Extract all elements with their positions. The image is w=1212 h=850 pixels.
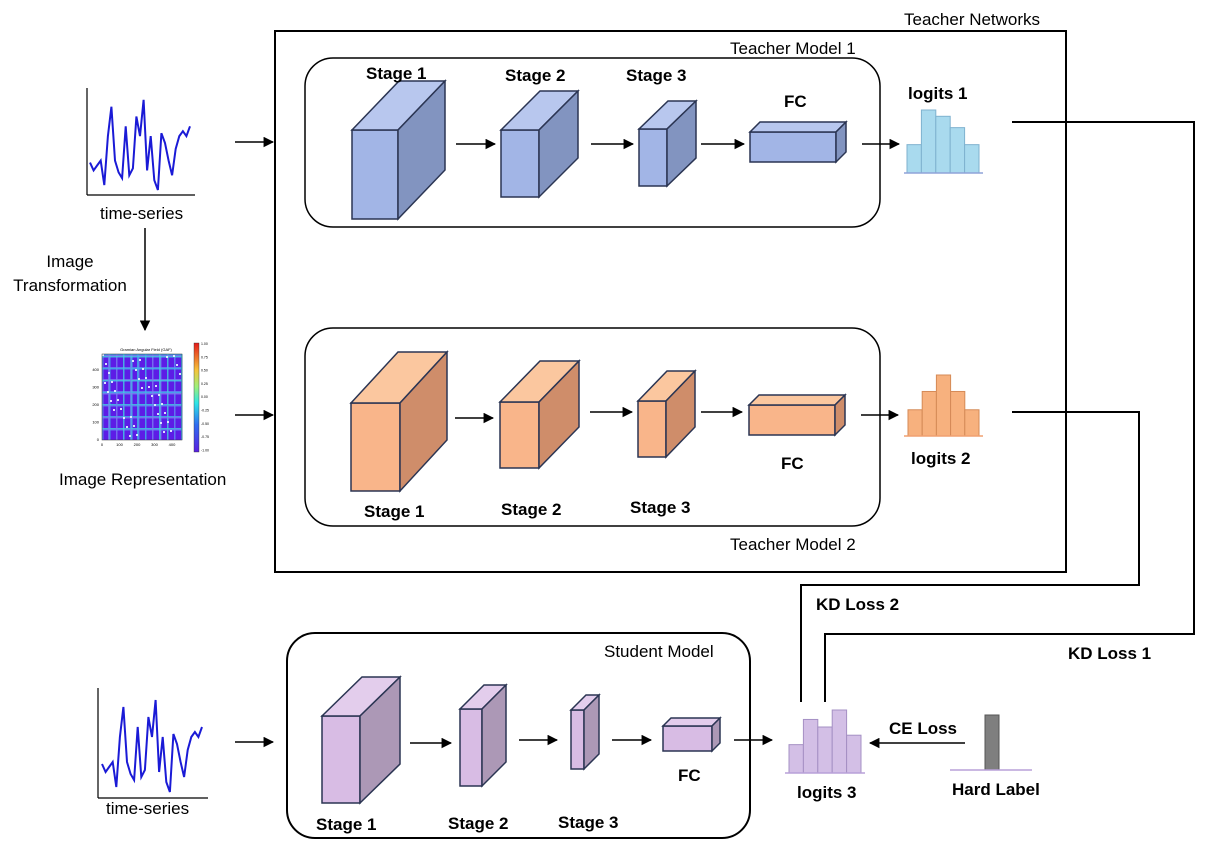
logits1-bar-1 [906, 144, 922, 174]
gaf-image: Gramian Angular Field (GAF) 400 300 200 100… [92, 342, 209, 452]
student-stage1-block [320, 675, 402, 805]
logits2-bar-1 [907, 409, 923, 437]
student-fc-block [661, 716, 722, 753]
time-series-label-top: time-series [100, 204, 183, 223]
logits1-bar-3 [935, 115, 951, 174]
logits1-bar-2 [920, 109, 937, 174]
ce-loss-label: CE Loss [889, 719, 957, 738]
image-transformation-label-line2: Transformation [13, 276, 127, 295]
teacher2-stage3-block [636, 369, 697, 459]
gaf-y-tick: 0 [97, 437, 100, 442]
gaf-x-tick: 300 [151, 442, 158, 447]
hard-label-label: Hard Label [952, 780, 1040, 799]
teacher2-stage1-label: Stage 1 [364, 502, 424, 521]
logits2-label: logits 2 [911, 449, 971, 468]
gaf-y-tick: 400 [92, 367, 99, 372]
gaf-colorbar-tick: 0.50 [201, 369, 208, 373]
gaf-colorbar-tick: 0.00 [201, 395, 208, 399]
logits3-histogram [788, 709, 862, 774]
gaf-colorbar-tick: 0.25 [201, 382, 208, 386]
gaf-colorbar-tick: -1.00 [201, 448, 209, 452]
teacher2-stage2-block [498, 359, 581, 470]
teacher2-fc-label: FC [781, 454, 804, 473]
student-stage3-label: Stage 3 [558, 813, 618, 832]
gaf-title: Gramian Angular Field (GAF) [120, 347, 172, 352]
teacher2-fc-block [747, 393, 847, 437]
student-model-box [286, 632, 751, 839]
logits3-bar-5 [846, 734, 862, 774]
teacher-model-1-label: Teacher Model 1 [730, 39, 856, 58]
teacher-model-1-box [304, 57, 881, 228]
student-stage3-block [569, 693, 601, 771]
teacher1-stage3-label: Stage 3 [626, 66, 686, 85]
logits2-bar-5 [964, 409, 980, 437]
gaf-colorbar-tick: 1.00 [201, 342, 208, 346]
student-model-label: Student Model [604, 642, 714, 661]
gaf-texture [102, 354, 183, 440]
logits2-histogram [907, 374, 980, 437]
teacher1-fc-label: FC [784, 92, 807, 111]
teacher1-stage1-block [350, 79, 447, 221]
kd-loss-2-connector [800, 411, 1140, 702]
gaf-colorbar [193, 342, 200, 453]
gaf-colorbar-tick: -0.50 [201, 422, 209, 426]
kd-loss-2-label: KD Loss 2 [816, 595, 899, 614]
logits3-bar-3 [817, 726, 833, 774]
teacher-model-2-box [304, 327, 881, 527]
gaf-colorbar-tick: -0.25 [201, 409, 209, 413]
logits1-bar-5 [964, 144, 980, 174]
teacher1-stage2-label: Stage 2 [505, 66, 565, 85]
logits2-bar-2 [921, 390, 937, 437]
logits1-label: logits 1 [908, 84, 968, 103]
student-fc-label: FC [678, 766, 701, 785]
gaf-colorbar-tick: -0.75 [201, 435, 209, 439]
time-series-line [89, 99, 191, 191]
logits3-bar-2 [802, 718, 819, 774]
logits3-label: logits 3 [797, 783, 857, 802]
gaf-x-tick: 0 [101, 442, 104, 447]
logits3-bar-4 [831, 709, 848, 774]
gaf-x-tick: 400 [169, 442, 176, 447]
gaf-x-tick: 100 [116, 442, 123, 447]
teacher1-stage3-block [637, 99, 698, 188]
gaf-colorbar-tick: 0.75 [201, 355, 208, 359]
hard-label-bar-1 [984, 714, 1000, 771]
teacher-model-2-label: Teacher Model 2 [730, 535, 856, 554]
teacher-networks-box [274, 30, 1067, 573]
time-series-label-bottom: time-series [106, 799, 189, 818]
teacher1-fc-block [748, 120, 848, 164]
teacher1-stage1-label: Stage 1 [366, 64, 426, 83]
teacher2-stage1-block [349, 350, 449, 493]
logits2-bar-4 [950, 390, 966, 437]
gaf-x-tick: 200 [134, 442, 141, 447]
teacher-networks-label: Teacher Networks [904, 10, 1040, 29]
logits1-histogram [906, 109, 980, 174]
logits2-bar-3 [935, 374, 952, 437]
logits1-bar-4 [949, 127, 966, 174]
student-stage2-block [458, 683, 508, 788]
teacher2-stage3-label: Stage 3 [630, 498, 690, 517]
image-representation-label: Image Representation [59, 470, 226, 489]
gaf-y-tick: 200 [92, 402, 99, 407]
student-stage2-label: Stage 2 [448, 814, 508, 833]
kd-loss-1-connector [824, 121, 1195, 702]
kd-loss-1-label: KD Loss 1 [1068, 644, 1151, 663]
hard-label-histogram [984, 714, 1000, 771]
gaf-y-tick: 100 [92, 420, 99, 425]
time-series-chart-bottom [97, 688, 208, 799]
teacher1-stage2-block [499, 89, 580, 199]
time-series-chart-top [86, 88, 195, 196]
teacher2-stage2-label: Stage 2 [501, 500, 561, 519]
image-transformation-label-line1: Image [46, 252, 93, 271]
time-series-line [101, 699, 203, 793]
logits3-bar-1 [788, 744, 804, 774]
gaf-y-tick: 300 [92, 385, 99, 390]
student-stage1-label: Stage 1 [316, 815, 376, 834]
